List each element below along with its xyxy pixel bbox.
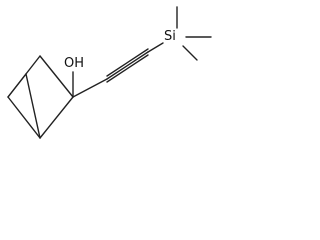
silicon-label: Si: [164, 29, 176, 44]
bond-ring-c1-c5: [7, 96, 41, 139]
hydroxyl-label: OH: [64, 56, 85, 71]
triple-bond-line-1: [106, 48, 149, 77]
bond-bridge-c1-c6: [7, 73, 27, 98]
bond-si-methyl-bottom: [182, 45, 198, 61]
bond-alkyne-si: [147, 42, 164, 53]
structure-diagram: [7, 6, 212, 139]
bond-bridge-c6-c5: [25, 73, 41, 139]
bond-ring-c5-c4: [39, 96, 74, 139]
bond-c3-alkyne: [72, 78, 108, 98]
triple-bond-line-2: [106, 51, 149, 80]
bicyclic-ring: [7, 55, 74, 139]
triple-bond: [106, 48, 149, 83]
triple-bond-line-3: [106, 54, 149, 83]
bond-ring-c3-c2: [39, 55, 74, 98]
